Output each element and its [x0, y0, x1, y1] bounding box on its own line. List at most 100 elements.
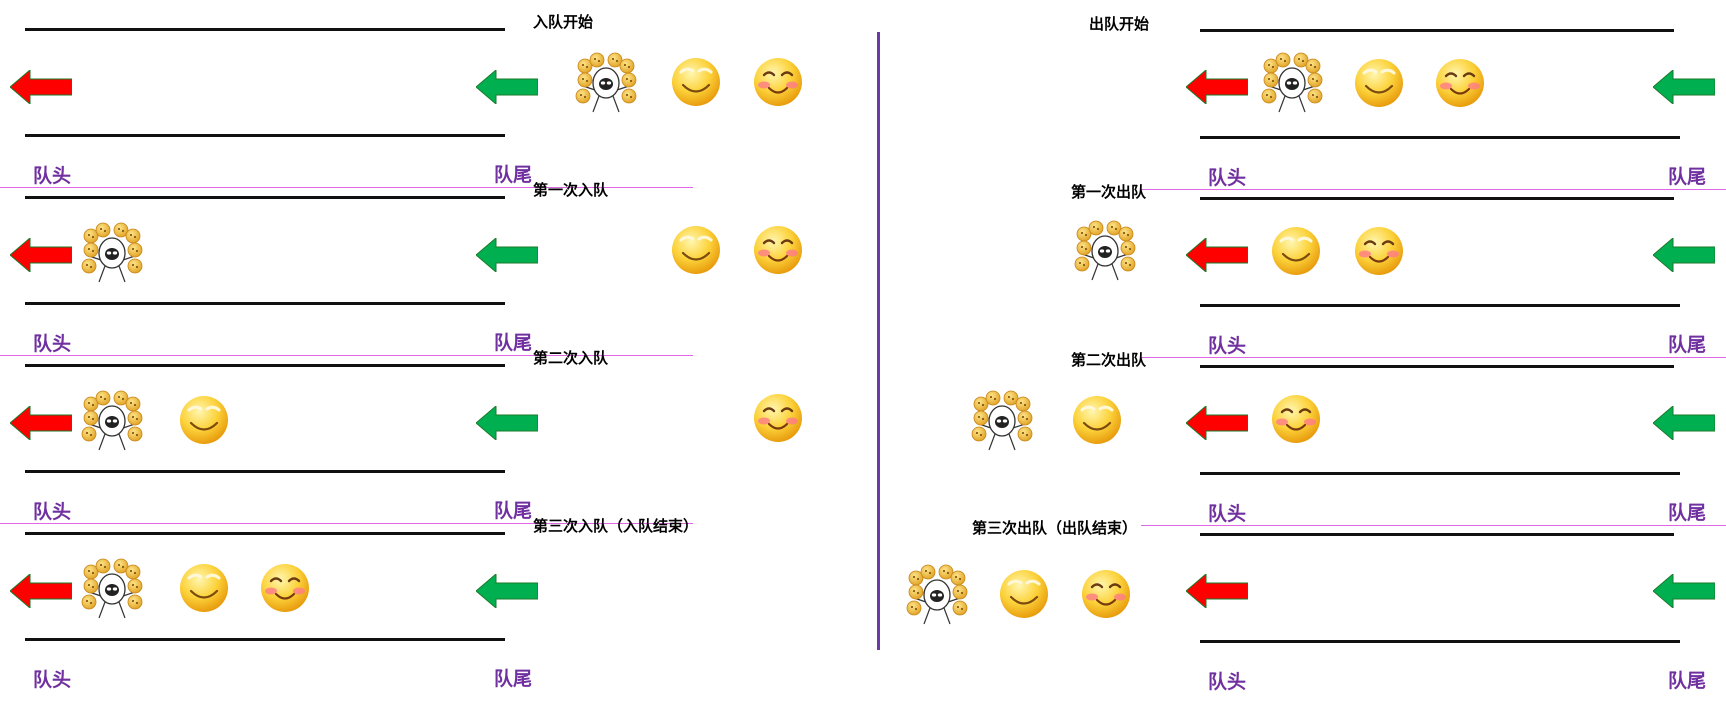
- queue-top-rail: [25, 196, 505, 199]
- queue-bottom-rail: [25, 470, 505, 473]
- green-left-arrow-icon: [475, 572, 539, 610]
- queue-tail-label: 队尾: [1668, 334, 1707, 356]
- queue-tail-label: 队尾: [494, 500, 533, 522]
- green-left-arrow-icon: [1652, 236, 1716, 274]
- smile-emoji-icon: [1071, 394, 1123, 446]
- head-arrow: [1185, 572, 1249, 610]
- cookie-meme-icon: [1259, 52, 1325, 114]
- cookie-meme-icon: [573, 52, 639, 114]
- step-divider: [1141, 357, 1726, 358]
- head-arrow: [9, 68, 73, 106]
- red-left-arrow-icon: [9, 572, 73, 610]
- queue-bottom-rail: [1200, 472, 1680, 475]
- queue-tail-label: 队尾: [494, 668, 533, 690]
- green-left-arrow-icon: [475, 68, 539, 106]
- queue-top-rail: [25, 28, 505, 31]
- smile-emoji-icon: [1270, 225, 1322, 277]
- head-arrow: [1185, 404, 1249, 442]
- tail-arrow: [1652, 68, 1716, 106]
- queue-top-rail: [25, 532, 505, 535]
- queue-bottom-rail: [1200, 136, 1680, 139]
- red-left-arrow-icon: [9, 236, 73, 274]
- cookie-meme-icon: [969, 390, 1035, 452]
- queue-head-label: 队头: [33, 501, 72, 523]
- step-title: 第一次入队: [533, 181, 609, 199]
- queue-tail-label: 队尾: [1668, 670, 1707, 692]
- queue-bottom-rail: [1200, 640, 1680, 643]
- queue-bottom-rail: [1200, 304, 1680, 307]
- queue-bottom-rail: [25, 302, 505, 305]
- green-left-arrow-icon: [1652, 572, 1716, 610]
- step-title: 第二次出队: [1071, 351, 1147, 369]
- center-divider-line: [877, 32, 880, 650]
- smile-emoji-icon: [178, 394, 230, 446]
- cookie-meme-icon: [1072, 220, 1138, 282]
- green-left-arrow-icon: [475, 236, 539, 274]
- smile-emoji-icon: [178, 562, 230, 614]
- smile-emoji-icon: [1353, 57, 1405, 109]
- queue-head-label: 队头: [33, 333, 72, 355]
- blush-emoji-icon: [1353, 225, 1405, 277]
- step-title: 入队开始: [533, 13, 594, 31]
- step-divider: [0, 523, 693, 524]
- blush-emoji-icon: [1270, 393, 1322, 445]
- head-arrow: [1185, 68, 1249, 106]
- blush-emoji-icon: [752, 392, 804, 444]
- queue-tail-label: 队尾: [494, 332, 533, 354]
- blush-emoji-icon: [752, 56, 804, 108]
- head-arrow: [9, 236, 73, 274]
- queue-tail-label: 队尾: [1668, 502, 1707, 524]
- head-arrow: [9, 572, 73, 610]
- queue-bottom-rail: [25, 134, 505, 137]
- smile-emoji-icon: [670, 224, 722, 276]
- head-arrow: [9, 404, 73, 442]
- step-title: 第二次入队: [533, 349, 609, 367]
- red-left-arrow-icon: [9, 68, 73, 106]
- queue-top-rail: [1200, 365, 1674, 368]
- blush-emoji-icon: [1080, 568, 1132, 620]
- step-title: 第一次出队: [1071, 183, 1147, 201]
- tail-arrow: [475, 68, 539, 106]
- head-arrow: [1185, 236, 1249, 274]
- step-title: 第三次出队（出队结束）: [972, 519, 1138, 537]
- queue-head-label: 队头: [1208, 671, 1247, 693]
- blush-emoji-icon: [259, 562, 311, 614]
- queue-head-label: 队头: [1208, 503, 1247, 525]
- tail-arrow: [475, 404, 539, 442]
- tail-arrow: [475, 572, 539, 610]
- red-left-arrow-icon: [9, 404, 73, 442]
- step-title: 出队开始: [1089, 15, 1150, 33]
- red-left-arrow-icon: [1185, 404, 1249, 442]
- red-left-arrow-icon: [1185, 572, 1249, 610]
- blush-emoji-icon: [752, 224, 804, 276]
- blush-emoji-icon: [1434, 57, 1486, 109]
- cookie-meme-icon: [79, 222, 145, 284]
- step-divider: [1141, 525, 1726, 526]
- tail-arrow: [1652, 404, 1716, 442]
- queue-head-label: 队头: [1208, 335, 1247, 357]
- step-title: 第三次入队（入队结束）: [533, 517, 699, 535]
- queue-tail-label: 队尾: [1668, 166, 1707, 188]
- cookie-meme-icon: [79, 390, 145, 452]
- tail-arrow: [1652, 236, 1716, 274]
- queue-top-rail: [1200, 533, 1674, 536]
- queue-tail-label: 队尾: [494, 164, 533, 186]
- step-divider: [0, 187, 693, 188]
- tail-arrow: [1652, 572, 1716, 610]
- green-left-arrow-icon: [1652, 404, 1716, 442]
- red-left-arrow-icon: [1185, 236, 1249, 274]
- queue-head-label: 队头: [1208, 167, 1247, 189]
- queue-top-rail: [1200, 29, 1674, 32]
- smile-emoji-icon: [670, 56, 722, 108]
- step-divider: [0, 355, 693, 356]
- green-left-arrow-icon: [475, 404, 539, 442]
- queue-top-rail: [25, 364, 505, 367]
- cookie-meme-icon: [79, 558, 145, 620]
- cookie-meme-icon: [904, 564, 970, 626]
- queue-head-label: 队头: [33, 165, 72, 187]
- tail-arrow: [475, 236, 539, 274]
- queue-top-rail: [1200, 197, 1674, 200]
- queue-bottom-rail: [25, 638, 505, 641]
- step-divider: [1141, 189, 1726, 190]
- green-left-arrow-icon: [1652, 68, 1716, 106]
